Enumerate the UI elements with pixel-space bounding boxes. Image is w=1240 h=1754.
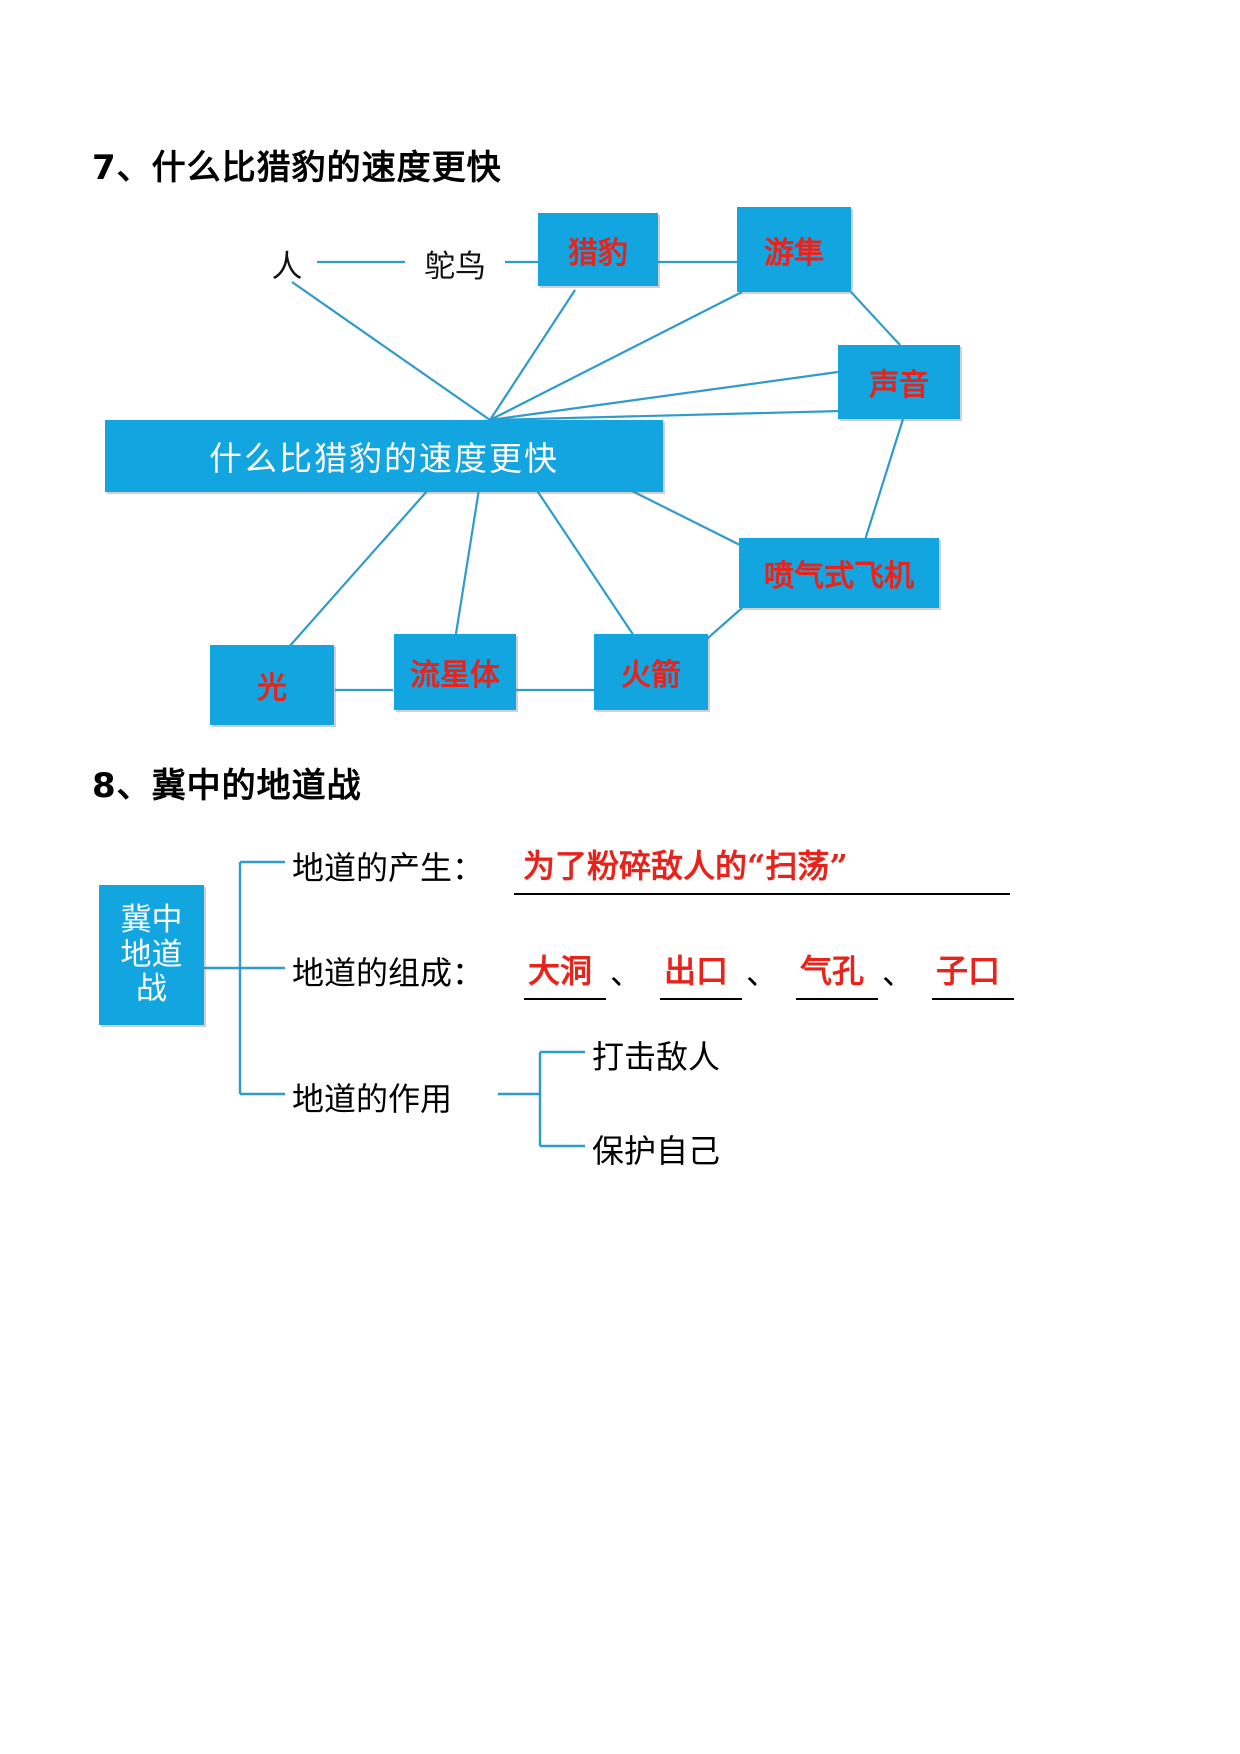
branch-child-baohu-ziji: 保护自己	[592, 1133, 721, 1169]
branch-answer-didao-chansheng: 为了粉碎敌人的“扫荡”	[523, 847, 848, 885]
branch-answer-zucheng-4: 子口	[936, 952, 1001, 990]
mindmap-node-yousun[interactable]: 游隼	[737, 207, 851, 292]
branch-label-didao-zucheng: 地道的组成：	[292, 955, 485, 991]
branch-child-daji-diren: 打击敌人	[592, 1039, 721, 1075]
branch-answer-zucheng-1: 大洞	[528, 952, 593, 990]
section-7-heading: 7、什么比猎豹的速度更快	[92, 148, 502, 188]
mindmap-node-liebao[interactable]: 猎豹	[538, 213, 658, 286]
branch-label-didao-zuoyong: 地道的作用	[292, 1081, 453, 1117]
answer-underline-zucheng-3	[796, 998, 878, 1000]
mindmap-node-shengyin[interactable]: 声音	[838, 345, 960, 419]
mindmap-node-ren[interactable]: 人	[271, 248, 303, 284]
answer-underline-zucheng-2	[660, 998, 742, 1000]
answer-underline-zucheng-1	[524, 998, 606, 1000]
mindmap-node-huojian[interactable]: 火箭	[594, 634, 708, 710]
answer-separator-1: 、	[610, 955, 643, 991]
mindmap-node-tuoniao[interactable]: 鸵鸟	[424, 248, 486, 284]
mindmap-node-penqishifeiji[interactable]: 喷气式飞机	[739, 538, 939, 608]
section-8-heading: 8、冀中的地道战	[92, 766, 362, 806]
mindmap-center-node[interactable]: 什么比猎豹的速度更快	[105, 420, 663, 492]
branch-answer-zucheng-2: 出口	[664, 952, 729, 990]
tree-root-node[interactable]: 冀中 地道 战	[99, 885, 204, 1025]
branch-answer-zucheng-3: 气孔	[800, 952, 865, 990]
tree-root-line-2: 地道	[120, 936, 183, 972]
answer-underline-zucheng-4	[932, 998, 1014, 1000]
tree-root-line-3: 战	[136, 971, 167, 1007]
answer-underline-chansheng	[514, 893, 1010, 895]
tree-root-line-1: 冀中	[120, 901, 183, 937]
answer-separator-3: 、	[882, 955, 915, 991]
mindmap-node-liuxingti[interactable]: 流星体	[394, 634, 516, 710]
mindmap-node-guang[interactable]: 光	[210, 645, 334, 725]
answer-separator-2: 、	[746, 955, 779, 991]
branch-label-didao-chansheng: 地道的产生：	[292, 850, 485, 886]
